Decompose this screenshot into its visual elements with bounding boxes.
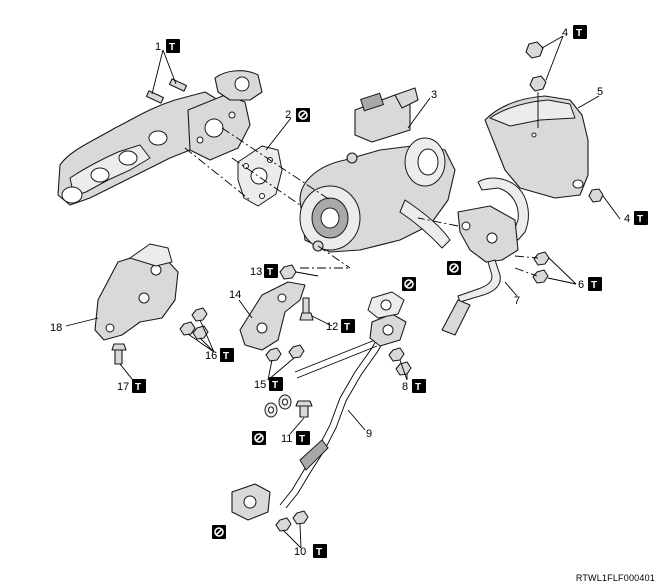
callout-13: 13 [250,266,262,278]
torque-specification-icon: T [296,431,310,445]
callout-10: 10 [294,546,306,558]
washer-group [264,394,292,418]
nut-4-top [525,41,547,128]
gasket-2 [237,145,283,207]
torque-specification-icon: T [166,39,180,53]
bolt-6-group [532,251,550,284]
non-reusable-part-icon [296,108,310,122]
callout-6: 6 [578,279,584,291]
torque-specification-icon: T [588,277,602,291]
torque-specification-icon: T [341,319,355,333]
torque-specification-icon: T [264,264,278,278]
bolt-4-right [588,188,604,203]
callout-labels: 1 2 3 4 5 4 6 7 8 9 10 11 12 13 14 15 16… [50,27,630,558]
heat-insulator-5 [484,95,589,199]
callout-16: 16 [205,350,217,362]
callout-15: 15 [254,379,266,391]
bolt-16-group [179,307,209,340]
callout-4-top: 4 [562,27,568,39]
svg-text:T: T [169,42,175,53]
torque-specification-icon: T [313,544,327,558]
svg-text:T: T [316,547,322,558]
non-reusable-part-icon [402,277,416,291]
callout-12: 12 [326,321,338,333]
nut-10-group [275,510,309,532]
non-reusable-part-icon [447,261,461,275]
document-code: RTWL1FLF000401 [575,573,655,583]
callout-5: 5 [597,86,603,98]
svg-text:T: T [637,214,643,225]
svg-text:T: T [415,382,421,393]
svg-text:T: T [223,351,229,362]
svg-text:T: T [576,28,582,39]
callout-7: 7 [514,295,520,307]
leader-lines [65,35,621,549]
svg-text:T: T [344,322,350,333]
gasket-top-oil-pipe [367,291,405,319]
bolt-17 [111,343,127,365]
union-bolt-11 [295,400,313,418]
bracket-18 [94,243,179,341]
callout-9: 9 [366,428,372,440]
callout-17: 17 [117,381,129,393]
callout-1: 1 [155,41,161,53]
torque-specification-icon: T [269,377,283,391]
bolt-1-group [145,78,188,104]
svg-text:T: T [299,434,305,445]
non-reusable-part-icon [212,525,226,539]
exhaust-manifold [57,70,263,206]
torque-specification-icon: T [412,379,426,393]
oil-pipe-7 [441,177,529,336]
oil-feed-pipe-9 [231,313,407,521]
torque-specification-icon: T [132,379,146,393]
torque-specification-icon: T [634,211,648,225]
bolt-12 [299,297,314,321]
callout-4-right: 4 [624,213,630,225]
svg-text:T: T [267,267,273,278]
bolt-13 [279,264,319,280]
torque-specification-icon: T [573,25,587,39]
callout-3: 3 [431,89,437,101]
turbocharger [299,87,456,253]
torque-specification-icon: T [220,348,234,362]
svg-text:T: T [135,382,141,393]
non-reusable-icons [212,108,461,539]
svg-text:T: T [272,380,278,391]
callout-11: 11 [281,433,292,445]
torque-icons: T T T T T T T T T T T T [132,25,648,558]
callout-8: 8 [402,381,408,393]
bolt-8-group [388,347,412,376]
bracket-14 [239,281,306,351]
callout-2: 2 [285,109,291,121]
callout-14: 14 [229,289,241,301]
assembly-guide-lines [184,127,539,277]
bolt-15-group [265,344,305,362]
svg-text:T: T [591,280,597,291]
non-reusable-part-icon [252,431,266,445]
callout-18: 18 [50,322,62,334]
